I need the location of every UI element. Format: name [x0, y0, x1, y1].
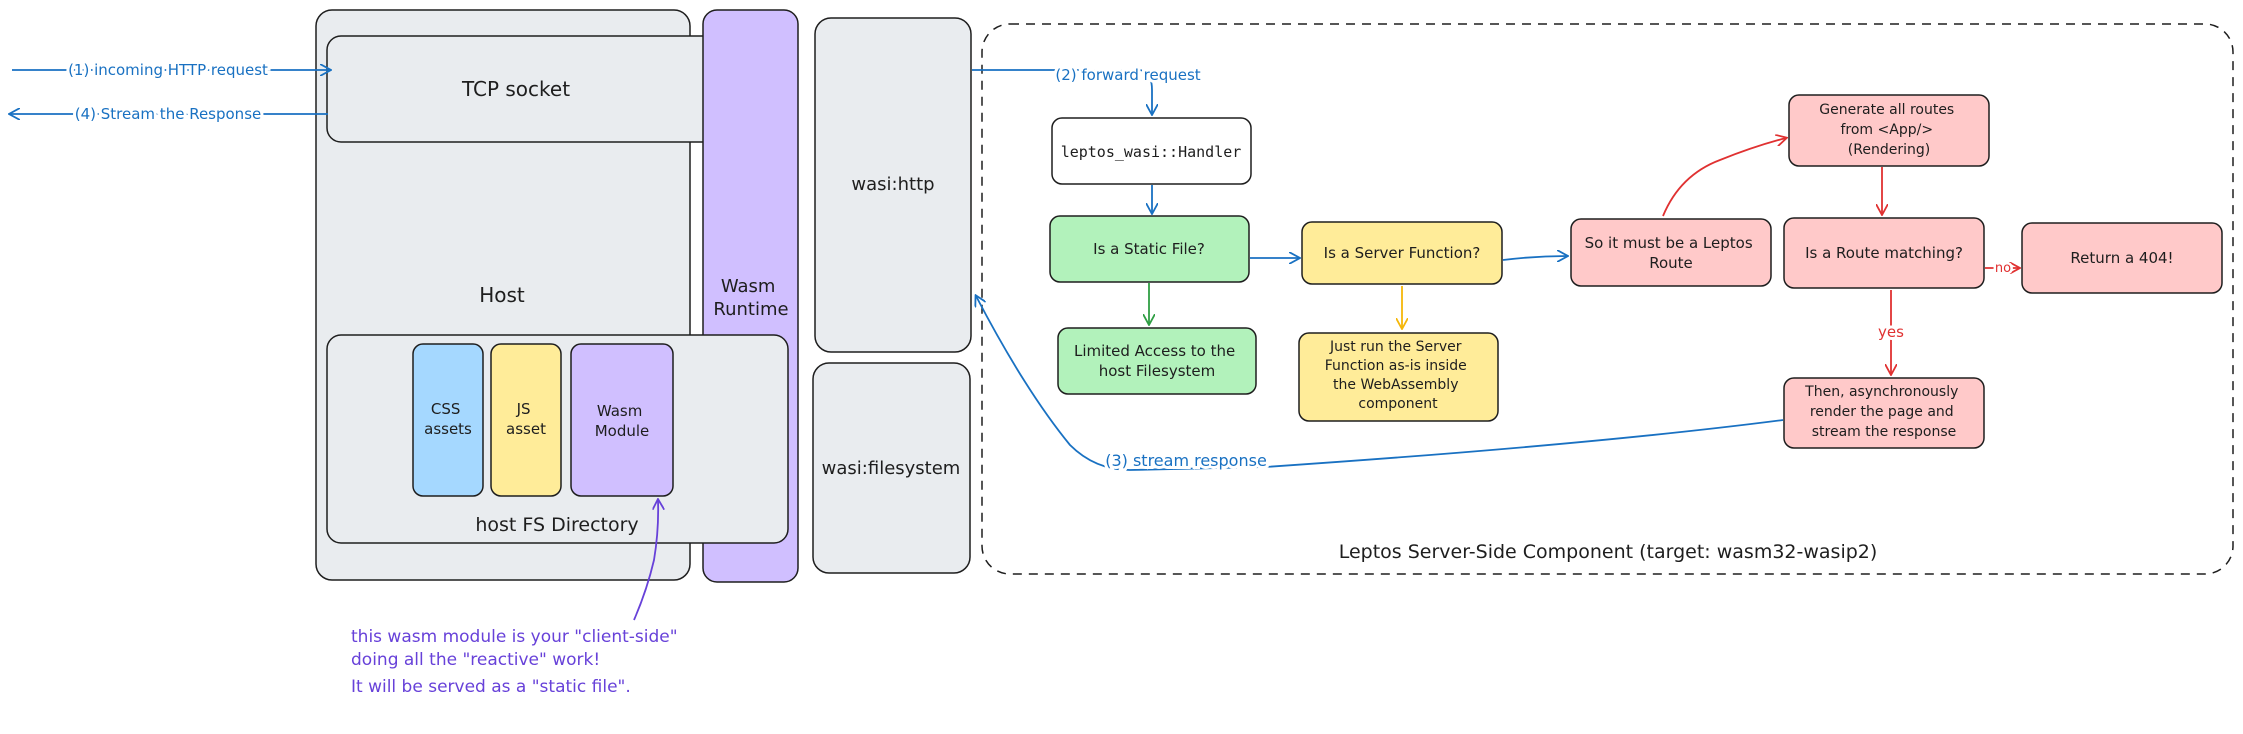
leptos-component-title: Leptos Server-Side Component (target: wa… — [1339, 541, 1878, 563]
route-matching-box — [1783, 217, 1985, 289]
wasm-module-label: Wasm Module — [595, 402, 650, 440]
wasm-module-box — [570, 343, 674, 497]
leptos-route-box — [1570, 218, 1772, 287]
static-file-label: Is a Static File? — [1093, 240, 1205, 258]
server-function-box — [1301, 221, 1503, 285]
css-assets-box — [412, 343, 484, 497]
handler-box — [1051, 117, 1252, 185]
tcp-socket-label: TCP socket — [461, 77, 570, 101]
leptos-component-boundary — [981, 23, 2234, 575]
yes-label: yes — [1878, 323, 1904, 341]
wasm-runtime-label: Wasm Runtime — [713, 276, 788, 320]
wasi-http-label: wasi:http — [851, 174, 934, 195]
return-404-label: Return a 404! — [2070, 249, 2173, 267]
stream-response-arrow — [976, 296, 1784, 471]
wasi-http-box — [814, 17, 972, 353]
incoming-request-label: (1) incoming HTTP request — [68, 61, 268, 79]
note-arrow — [633, 500, 658, 621]
wasm-module-note: this wasm module is your "client-side" d… — [351, 627, 683, 697]
host-fs-directory-label: host FS Directory — [475, 514, 638, 536]
route-to-generate-arrow — [1662, 138, 1786, 217]
generate-routes-label: Generate all routes from <App/> (Renderi… — [1819, 102, 1958, 158]
generate-routes-box — [1788, 94, 1990, 167]
static-file-box — [1049, 215, 1250, 283]
run-server-function-label: Just run the Server Function as-is insid… — [1325, 339, 1471, 412]
js-asset-box — [490, 343, 562, 497]
handler-label: leptos_wasi::Handler — [1061, 143, 1242, 161]
server-function-label: Is a Server Function? — [1324, 244, 1481, 262]
leptos-route-label: So it must be a Leptos Route — [1585, 234, 1758, 272]
host-label: Host — [479, 283, 525, 307]
css-assets-label: CSS assets — [424, 400, 472, 438]
limited-access-box — [1057, 327, 1257, 395]
stream-response-label: (3) stream response — [1105, 451, 1267, 470]
forward-request-label: (2) forward request — [1055, 66, 1200, 84]
limited-access-label: Limited Access to the host Filesystem — [1074, 342, 1240, 380]
run-server-function-box — [1298, 332, 1499, 422]
render-stream-label: Then, asynchronously render the page and… — [1804, 384, 1963, 440]
js-asset-label: JS asset — [506, 400, 546, 438]
route-matching-label: Is a Route matching? — [1805, 244, 1963, 262]
render-stream-box — [1783, 377, 1985, 449]
wasi-filesystem-label: wasi:filesystem — [822, 458, 961, 479]
server-function-to-route-arrow — [1502, 256, 1567, 260]
wasi-filesystem-box — [812, 362, 971, 574]
no-label: no — [1995, 261, 2011, 276]
forward-request-arrow — [972, 69, 1152, 114]
stream-response-out-label: (4) Stream the Response — [75, 105, 261, 123]
return-404-box — [2021, 222, 2223, 294]
